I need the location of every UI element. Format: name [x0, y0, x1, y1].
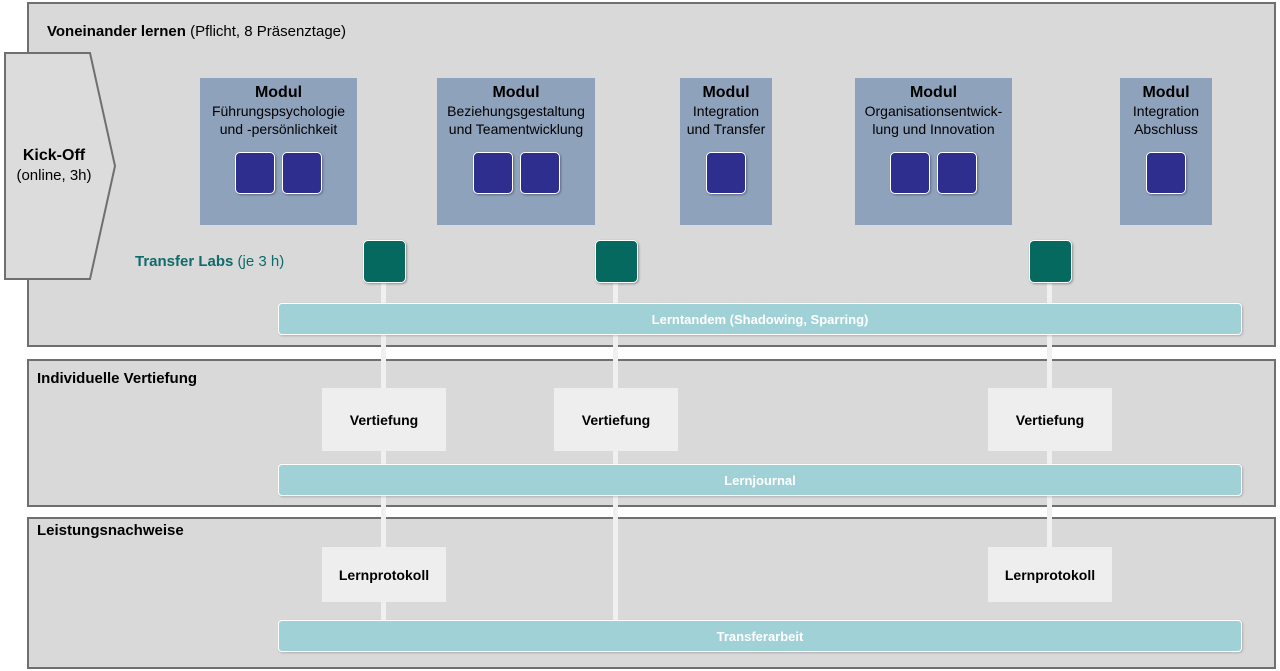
bar-transferarbeit: Transferarbeit: [278, 620, 1242, 652]
kickoff-title: Kick-Off: [22, 147, 86, 164]
panel-title-learn: Voneinander lernen (Pflicht, 8 Präsenzta…: [47, 23, 346, 40]
module-integration-abschluss: Modul Integration Abschluss: [1120, 78, 1212, 225]
day-square: [235, 152, 275, 194]
day-square: [937, 152, 977, 194]
kickoff-subtitle: (online, 3h): [16, 167, 92, 184]
vertiefung-box: Vertiefung: [554, 388, 678, 451]
kickoff-arrow-shape: [4, 52, 116, 280]
day-square: [472, 152, 513, 194]
module-beziehungsgestaltung: Modul Beziehungsgestaltung und Teamentwi…: [437, 78, 595, 225]
module-organisationsentwicklung: Modul Organisationsentwick- lung und Inn…: [855, 78, 1012, 225]
transfer-labs-label: Transfer Labs (je 3 h): [135, 253, 285, 270]
lernprotokoll-box: Lernprotokoll: [988, 547, 1112, 602]
vertiefung-box: Vertiefung: [988, 388, 1112, 451]
vertiefung-box: Vertiefung: [322, 388, 446, 451]
module-title: Modul: [702, 84, 750, 101]
module-subtitle: Integration und Transfer: [686, 103, 766, 137]
module-title: Modul: [909, 84, 958, 101]
module-title: Modul: [492, 84, 540, 101]
module-subtitle: Integration Abschluss: [1132, 103, 1200, 137]
day-square: [282, 152, 322, 194]
lernprotokoll-box: Lernprotokoll: [322, 547, 446, 602]
bar-lernjournal: Lernjournal: [278, 464, 1242, 496]
kickoff-label: Kick-Off (online, 3h): [4, 52, 104, 280]
bar-lerntandem: Lerntandem (Shadowing, Sparring): [278, 303, 1242, 335]
transfer-lab-square: [1029, 240, 1072, 283]
module-fuehrungspsychologie: Modul Führungspsychologie und -persönlic…: [200, 78, 357, 225]
transfer-lab-square: [595, 240, 638, 283]
panel-title-perf: Leistungsnachweise: [37, 522, 184, 539]
day-square: [1146, 152, 1186, 194]
module-title: Modul: [254, 84, 303, 101]
panel-title-deep: Individuelle Vertiefung: [37, 370, 198, 387]
day-square: [519, 152, 560, 194]
module-subtitle: Organisationsentwick- lung und Innovatio…: [864, 103, 1003, 137]
day-square: [890, 152, 930, 194]
module-subtitle: Führungspsychologie und -persönlichkeit: [211, 103, 346, 137]
module-title: Modul: [1142, 84, 1190, 101]
day-square: [706, 152, 746, 194]
module-subtitle: Beziehungsgestaltung und Teamentwicklung: [447, 103, 585, 137]
module-integration-transfer: Modul Integration und Transfer: [680, 78, 772, 225]
transfer-lab-square: [363, 240, 406, 283]
